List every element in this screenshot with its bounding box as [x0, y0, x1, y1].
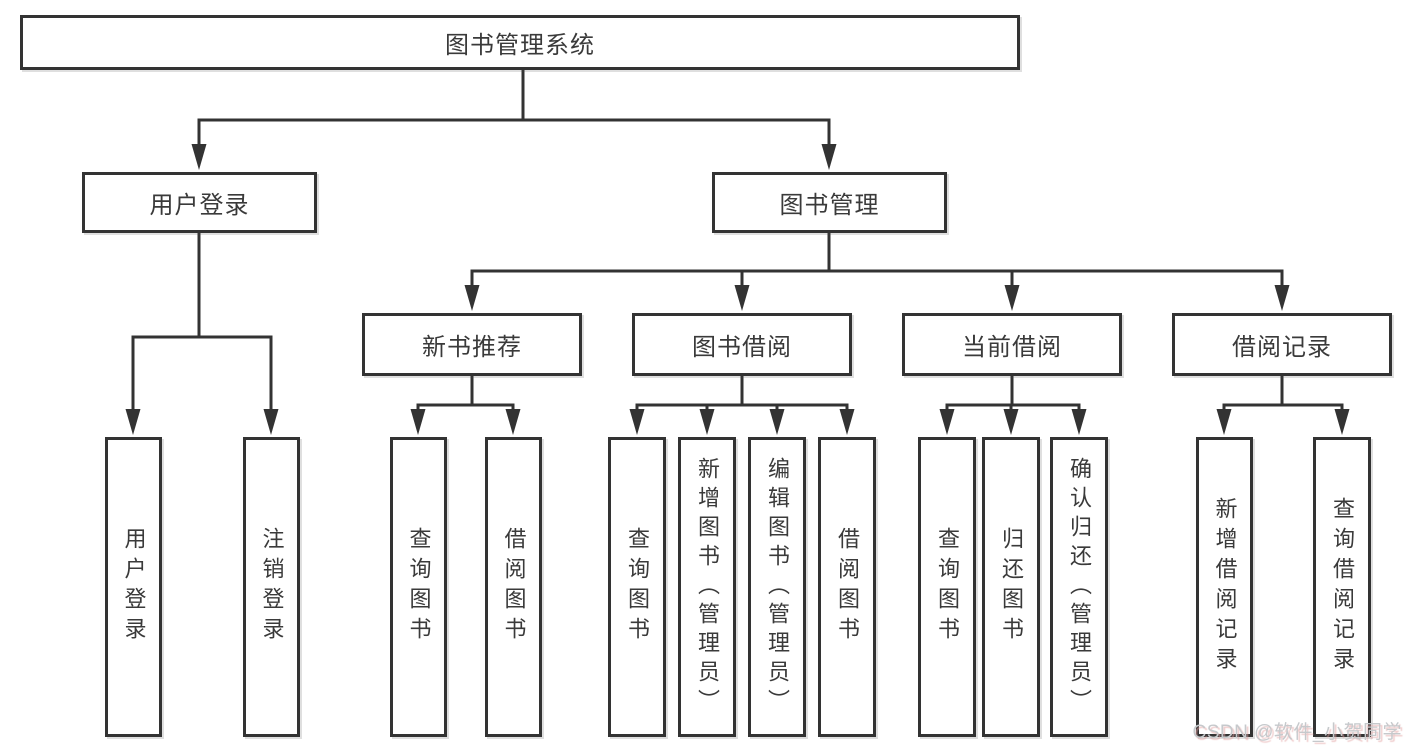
node-book-management-label: 图书管理	[779, 192, 880, 219]
node-br-query-record-label: 查询借阅记录	[1330, 497, 1355, 677]
node-current-borrowing: 当前借阅	[902, 313, 1122, 376]
node-user-login: 用户登录	[82, 172, 317, 233]
csdn-watermark: CSDN @软件_小贺同学	[1192, 722, 1402, 743]
node-bb-query-books-label: 查询图书	[625, 527, 650, 647]
node-cb-return-books-label: 归还图书	[999, 527, 1024, 647]
node-cb-confirm-return-admin: 确认归还（管理员）	[1050, 437, 1108, 737]
node-cb-query-books: 查询图书	[918, 437, 976, 737]
node-cb-query-books-label: 查询图书	[935, 527, 960, 647]
node-new-book-recommend-label: 新书推荐	[422, 334, 522, 361]
node-cb-confirm-return-admin-label: 确认归还（管理员）	[1067, 456, 1092, 718]
node-nb-borrow-books-label: 借阅图书	[501, 527, 527, 647]
node-borrowing-records-label: 借阅记录	[1232, 334, 1332, 361]
node-bb-borrow-books: 借阅图书	[818, 437, 876, 737]
node-nb-borrow-books: 借阅图书	[485, 437, 542, 737]
node-book-management: 图书管理	[712, 172, 947, 233]
node-bb-edit-books-admin-label: 编辑图书（管理员）	[765, 456, 790, 718]
node-bb-borrow-books-label: 借阅图书	[835, 527, 860, 647]
node-br-add-record: 新增借阅记录	[1196, 437, 1253, 737]
node-nb-query-books-label: 查询图书	[406, 527, 432, 647]
node-bb-edit-books-admin: 编辑图书（管理员）	[748, 437, 806, 737]
node-logout: 注销登录	[243, 437, 300, 737]
node-bb-query-books: 查询图书	[608, 437, 666, 737]
node-br-query-record: 查询借阅记录	[1313, 437, 1371, 737]
node-logout-label: 注销登录	[259, 527, 285, 647]
arrowheads	[125, 144, 1350, 435]
node-br-add-record-label: 新增借阅记录	[1212, 497, 1238, 677]
node-cb-return-books: 归还图书	[982, 437, 1040, 737]
node-current-borrowing-label: 当前借阅	[962, 334, 1062, 361]
node-book-borrowing-label: 图书借阅	[692, 334, 792, 361]
node-library-system: 图书管理系统	[20, 15, 1020, 70]
node-new-book-recommend: 新书推荐	[362, 313, 582, 376]
node-book-borrowing: 图书借阅	[632, 313, 852, 376]
node-bb-add-books-admin: 新增图书（管理员）	[678, 437, 736, 737]
node-library-system-label: 图书管理系统	[445, 32, 595, 59]
node-user-login-label: 用户登录	[149, 192, 250, 219]
node-borrowing-records: 借阅记录	[1172, 313, 1392, 376]
node-bb-add-books-admin-label: 新增图书（管理员）	[695, 456, 720, 718]
node-user-login-leaf: 用户登录	[105, 437, 162, 737]
node-nb-query-books: 查询图书	[390, 437, 447, 737]
node-user-login-leaf-label: 用户登录	[121, 527, 147, 647]
